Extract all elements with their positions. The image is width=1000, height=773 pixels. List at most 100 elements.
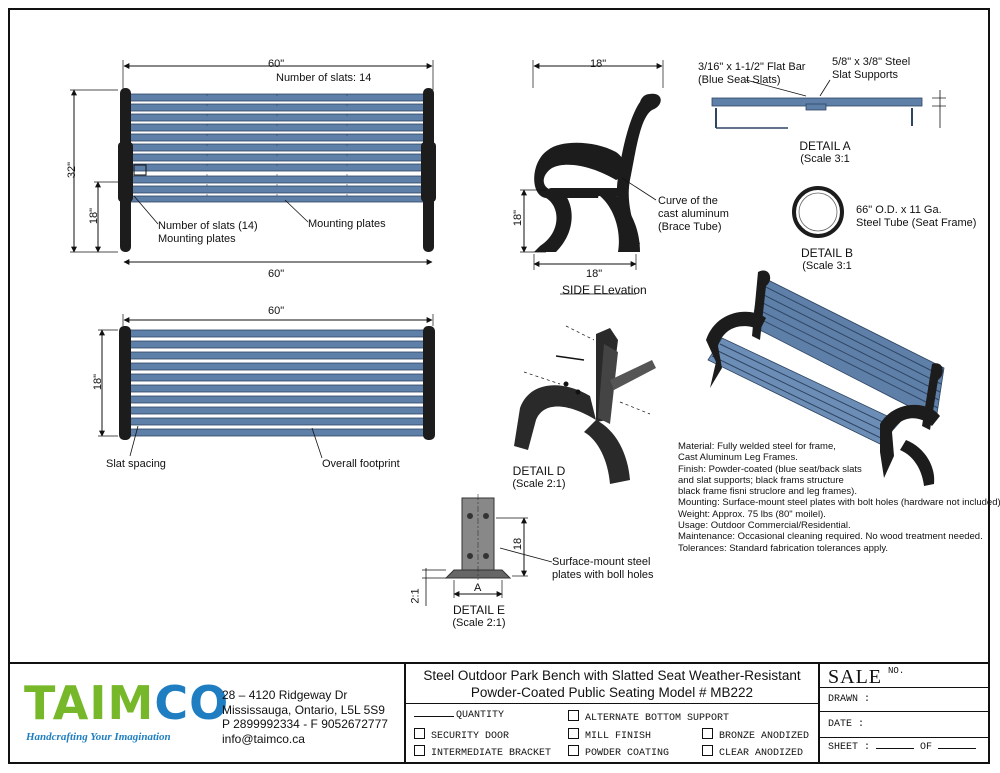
company-block: TAIMCO Handcrafting Your Imagination 28 … [8,664,406,764]
detail-b-title: DETAIL B (Scale 3:1 [792,247,862,273]
checkbox[interactable] [568,728,579,739]
side-elevation-view [520,60,664,295]
mount-plates-label: Surface-mount steel plates with boll hol… [552,556,654,582]
clear-anodized-option[interactable]: CLEAR ANODIZED [702,745,803,759]
front-seat-height-dimension: 18" [88,207,101,225]
mill-finish-label: MILL FINISH [585,731,652,742]
sale-number-label: NO. [888,666,905,676]
slats-mounting-label-line1: Number of slats (14) [158,220,258,232]
alternate-bottom-support-label: ALTERNATE BOTTOM SUPPORT [585,713,730,724]
checkbox[interactable] [414,745,425,756]
note-line: Usage: Outdoor Commercial/Residential. [678,520,851,532]
clear-anodized-label: CLEAR ANODIZED [719,748,804,759]
sale-label: SALE [828,666,882,688]
top-view [98,314,435,459]
intermediate-bracket-option[interactable]: INTERMEDIATE BRACKET [414,745,551,759]
quantity-label: QUANTITY [456,710,505,721]
detail-a-view [711,79,946,129]
checkbox[interactable] [702,745,713,756]
checkbox[interactable] [702,728,713,739]
note-line: Mounting: Surface-mount steel plates wit… [678,497,1000,509]
mount-plates-label-line2: plates with boll holes [552,569,654,581]
powder-coating-label: POWDER COATING [585,748,670,759]
quantity-field[interactable]: QUANTITY [414,710,504,721]
curve-brace-label-line2: cast aluminum [658,208,729,220]
mill-finish-option[interactable]: MILL FINISH [568,728,651,742]
front-slats [127,93,427,203]
of-label: OF [920,742,933,753]
overall-footprint-label: Overall footprint [322,458,400,470]
detail-d-title-text: DETAIL D [512,464,566,478]
bronze-anodized-label: BRONZE ANODIZED [719,731,810,742]
flat-bar-label: 3/16" x 1-1/2" Flat Bar (Blue Seat Slats… [698,61,805,87]
side-elevation-title: SIDE ELevation [562,283,647,297]
company-tagline: Handcrafting Your Imagination [26,731,171,743]
curve-brace-label: Curve of the cast aluminum (Brace Tube) [658,195,729,234]
drawn-row: DRAWN : [820,688,990,712]
mount-plates-label-line1: Surface-mount steel [552,556,651,568]
note-line: Cast Aluminum Leg Frames. [678,452,798,464]
company-logo: TAIMCO [24,680,229,726]
drawn-field[interactable]: DRAWN : [828,694,871,705]
front-width-dimension-bottom: 60" [268,268,285,280]
detail-a-title: DETAIL A (Scale 3:1 [790,140,860,166]
note-line: Finish: Powder-coated (blue seat/back sl… [678,463,862,475]
address-line2: Mississauga, Ontario, L5L 5S9 [222,702,385,717]
security-door-option[interactable]: SECURITY DOOR [414,728,509,742]
detail-d-view [514,325,656,484]
top-depth-dimension: 18" [92,373,105,391]
detail-a-scale: (Scale 3:1 [800,153,850,165]
alternate-bottom-support-option[interactable]: ALTERNATE BOTTOM SUPPORT [568,710,729,724]
checkbox[interactable] [568,710,579,721]
checkbox[interactable] [414,728,425,739]
bronze-anodized-option[interactable]: BRONZE ANODIZED [702,728,809,742]
flat-bar-label-line1: 3/16" x 1-1/2" Flat Bar [698,61,806,73]
detail-b-view [792,186,844,238]
detail-b-scale: (Scale 3:1 [802,260,852,272]
flat-bar-label-line2: (Blue Seat Slats) [698,74,781,86]
detail-a-title-text: DETAIL A [799,139,851,153]
sale-info-block: SALE NO. DRAWN : DATE : SHEET : OF [820,664,990,764]
slat-supports-label: 5/8" x 3/8" Steel Slat Supports [832,56,910,82]
date-field[interactable]: DATE : [828,719,865,730]
checkbox[interactable] [568,745,579,756]
side-depth-dimension-top: 18" [590,58,607,70]
product-block: Steel Outdoor Park Bench with Slatted Se… [406,664,820,764]
sale-field[interactable]: SALE NO. [828,666,904,689]
detail-e-view [422,494,553,606]
product-title: Steel Outdoor Park Bench with Slatted Se… [406,664,818,704]
title-block: TAIMCO Handcrafting Your Imagination 28 … [8,662,990,764]
detail-d-scale: (Scale 2:1) [512,478,566,490]
slat-supports-label-line2: Slat Supports [832,69,899,81]
detail-d-title: DETAIL D (Scale 2:1) [504,465,574,491]
email-address: info@taimco.ca [222,731,305,746]
note-line: and slat supports; black frams structure [678,474,844,486]
front-elevation-view [70,60,436,265]
phone-fax: P 2899992334 - F 9052672777 [222,717,388,731]
note-line: Weight: Approx. 75 lbs (80" moilel). [678,508,826,520]
tube-label-line2: Steel Tube (Seat Frame) [856,217,977,229]
curve-brace-label-line3: (Brace Tube) [658,221,722,233]
product-title-line2: Powder-Coated Public Seating Model # MB2… [470,685,754,700]
front-width-dimension-top: 60" [268,58,285,70]
slats-mounting-label-line2: Mounting plates [158,233,236,245]
sheet-field[interactable]: SHEET : OF [828,742,982,753]
detail-e-a-dimension: A [474,582,482,594]
slat-spacing-label: Slat spacing [106,458,166,470]
sale-row: SALE NO. [820,664,990,688]
side-height-dimension: 18" [512,209,525,227]
company-address: 28 – 4120 Ridgeway Dr Mississauga, Ontar… [222,688,388,746]
curve-brace-label-line1: Curve of the [658,195,718,207]
isometric-bench-render [706,270,945,486]
side-depth-dimension-bottom: 18" [586,268,603,280]
slats-mounting-label: Number of slats (14) Mounting plates [158,220,258,246]
slat-supports-label-line1: 5/8" x 3/8" Steel [832,56,911,68]
specification-notes: Material: Fully welded steel for frame, … [678,441,1000,554]
security-door-label: SECURITY DOOR [431,731,510,742]
powder-coating-option[interactable]: POWDER COATING [568,745,669,759]
detail-e-base-dimension: 2:1 [409,588,422,604]
detail-e-height-dimension: 18 [512,537,525,551]
technical-drawing [70,60,946,606]
sheet-label: SHEET : [828,742,871,753]
sheet-row: SHEET : OF [820,738,990,762]
